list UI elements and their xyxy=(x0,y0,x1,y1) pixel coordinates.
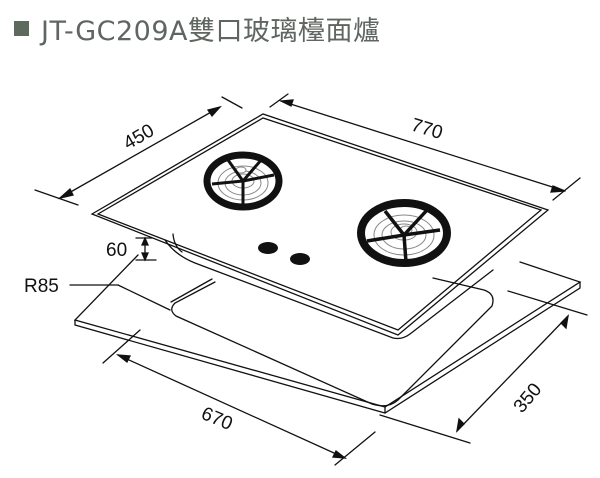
control-knob-right xyxy=(290,253,310,265)
left-burner xyxy=(203,151,283,211)
label-height-60: 60 xyxy=(106,240,127,261)
dimension-450 xyxy=(34,96,243,206)
label-cutout-350: 350 xyxy=(510,379,546,417)
label-depth-450: 450 xyxy=(120,120,158,154)
page-title: JT-GC209A雙口玻璃檯面爐 xyxy=(14,10,381,47)
right-burner xyxy=(357,199,451,267)
label-cutout-670: 670 xyxy=(198,403,235,435)
dimension-60 xyxy=(135,236,157,262)
product-title: JT-GC209A雙口玻璃檯面爐 xyxy=(41,15,381,47)
square-bullet-icon xyxy=(14,20,29,36)
dimension-770 xyxy=(269,93,581,201)
label-width-770: 770 xyxy=(409,115,445,144)
dimension-350 xyxy=(379,290,588,444)
dimension-670 xyxy=(102,329,376,466)
cutout xyxy=(170,277,494,407)
control-knob-left xyxy=(258,242,278,254)
glass-top xyxy=(90,113,550,336)
label-radius-r85: R85 xyxy=(24,276,59,297)
countertop xyxy=(73,254,582,414)
